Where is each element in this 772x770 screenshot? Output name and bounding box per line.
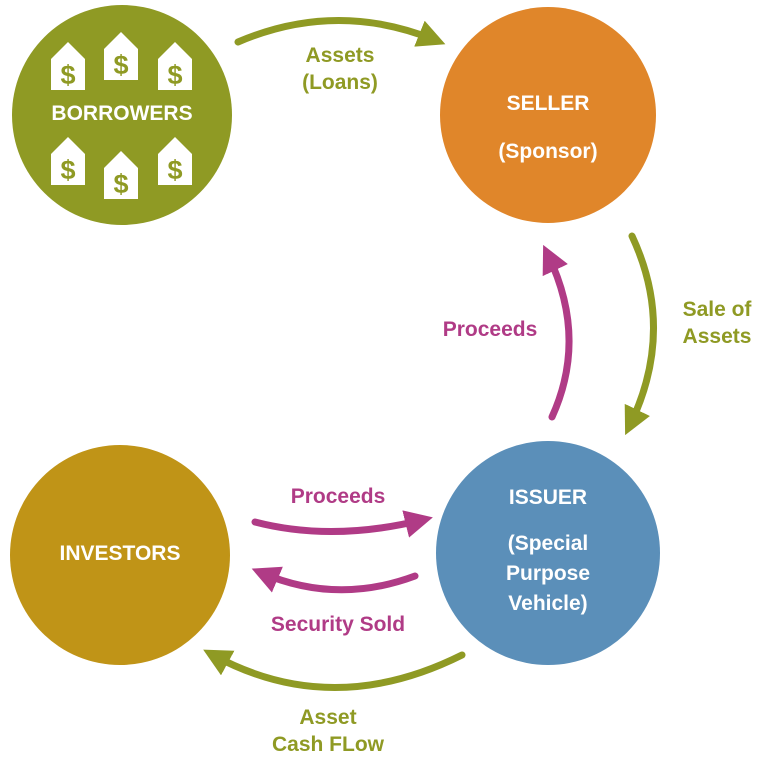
assets-loans-label: Assets (Loans) — [302, 44, 378, 94]
proceeds-to-seller-label: Proceeds — [442, 318, 538, 341]
seller-subtitle: (Sponsor) — [498, 140, 598, 163]
issuer-label: ISSUER (Special Purpose Vehicle) — [448, 483, 648, 619]
borrowers-label: BORROWERS — [51, 102, 193, 125]
issuer-subtitle-line: Purpose — [505, 562, 591, 585]
proceeds-to-issuer-arrow — [251, 510, 433, 538]
asset-cash-flow-label: Asset Cash FLow — [271, 706, 384, 756]
issuer-circle — [436, 441, 660, 665]
seller-circle — [440, 7, 656, 223]
proceeds-to-seller-arrow — [542, 244, 573, 421]
investors-circle — [10, 445, 230, 665]
issuer-title: ISSUER — [508, 486, 588, 509]
seller-label: SELLER (Sponsor) — [448, 80, 648, 176]
asset-cash-flow-arrow — [203, 649, 466, 691]
security-sold-label: Security Sold — [270, 613, 406, 636]
security-sold-arrow — [251, 566, 419, 594]
issuer-subtitle-line: (Special — [507, 532, 589, 555]
sale-of-assets-arrow — [624, 232, 657, 436]
sale-of-assets-label: Sale of Assets — [682, 298, 752, 348]
issuer-subtitle-line: Vehicle) — [508, 592, 588, 615]
investors-label: INVESTORS — [59, 542, 181, 565]
seller-title: SELLER — [506, 92, 590, 115]
proceeds-to-issuer-label: Proceeds — [290, 485, 386, 508]
assets-loans-arrow — [234, 17, 446, 47]
